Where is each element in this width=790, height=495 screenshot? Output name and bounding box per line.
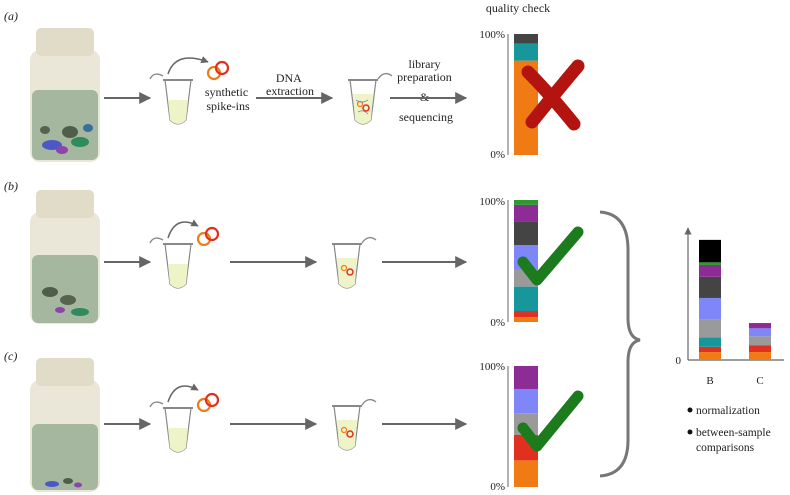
- legend-bullet: [687, 407, 693, 413]
- bar-segment: [514, 286, 538, 312]
- bar-segment: [514, 200, 538, 205]
- category-label: B: [706, 375, 713, 387]
- panel-c: (c): [4, 349, 584, 493]
- panel-label-c: (c): [4, 349, 17, 363]
- spike-in-rings-icon: [196, 226, 220, 247]
- legend-bullet: [687, 429, 693, 435]
- comparison-bar-segment: [699, 319, 721, 338]
- spike-in-label: synthetic spike-ins: [205, 85, 251, 113]
- spike-in-rings-icon: [206, 60, 230, 81]
- comparison-bar-segment: [699, 264, 721, 277]
- tube-c: [149, 401, 193, 453]
- composition-bar-a: [514, 34, 538, 156]
- bar-segment: [514, 43, 538, 61]
- bar-segment: [514, 221, 538, 246]
- y-tick-bottom-c: 0%: [490, 481, 505, 493]
- bar-segment: [514, 366, 538, 389]
- extracted-tube-a: [348, 72, 393, 125]
- spike-arrow-a: [167, 56, 209, 75]
- bar-segment: [514, 204, 538, 222]
- sample-jar-c: [30, 358, 100, 492]
- extracted-tube-b: [332, 236, 377, 289]
- y-tick-top-a: 100%: [479, 29, 505, 41]
- panel-label-b: (b): [4, 179, 18, 193]
- comparison-bar-segment: [699, 352, 721, 360]
- bar-segment: [514, 460, 538, 487]
- bar-segment: [514, 34, 538, 44]
- comparison-y-zero: 0: [676, 355, 682, 367]
- y-tick-bottom-b: 0%: [490, 317, 505, 329]
- bar-segment: [514, 317, 538, 322]
- fail-cross-icon: [521, 59, 585, 131]
- organisms-icon: [45, 478, 82, 488]
- comparison-bar-segment: [699, 262, 721, 265]
- dna-extraction-label: DNA extraction: [266, 71, 314, 98]
- quality-check-title: quality check: [486, 1, 550, 15]
- legend: normalization between-sample comparisons: [687, 405, 774, 454]
- spike-arrow-b: [167, 219, 199, 239]
- pass-check-icon: [517, 390, 584, 452]
- organisms-icon: [40, 124, 93, 154]
- comparison-bar-segment: [699, 346, 721, 353]
- panel-b: (b): [4, 179, 584, 329]
- comparison-bar-segment: [749, 352, 771, 360]
- bar-segment: [514, 388, 538, 414]
- library-prep-label: library preparation & sequencing: [397, 57, 455, 124]
- comparison-bar-segment: [699, 276, 721, 298]
- panel-label-a: (a): [4, 9, 18, 23]
- sample-jar-a: [30, 28, 100, 162]
- panel-a: (a) sy: [4, 1, 585, 162]
- tube-b: [149, 237, 193, 289]
- comparison-bar-segment: [749, 328, 771, 337]
- tube-a: [149, 73, 193, 125]
- spike-in-rings-icon: [196, 392, 220, 413]
- comparison-bar-segment: [749, 323, 771, 329]
- comparison-bar-segment: [699, 239, 721, 263]
- legend-item-normalization: normalization: [696, 405, 760, 417]
- comparison-bar-segment: [749, 345, 771, 353]
- bar-segment: [514, 311, 538, 318]
- y-tick-top-b: 100%: [479, 196, 505, 208]
- y-tick-bottom-a: 0%: [490, 149, 505, 161]
- pass-check-icon: [517, 226, 584, 286]
- grouping-brace: [599, 210, 641, 478]
- comparison-bar-segment: [749, 336, 771, 346]
- y-tick-top-c: 100%: [479, 361, 505, 373]
- comparison-bars: [699, 239, 771, 360]
- comparison-bar-segment: [699, 337, 721, 347]
- sample-jar-b: [30, 190, 100, 324]
- legend-item-between-sample: between-sample comparisons: [696, 427, 774, 454]
- organisms-icon: [42, 287, 89, 316]
- category-label: C: [756, 375, 763, 387]
- extracted-tube-c: [332, 398, 377, 451]
- comparison-bar-segment: [699, 297, 721, 320]
- spike-arrow-c: [167, 383, 199, 403]
